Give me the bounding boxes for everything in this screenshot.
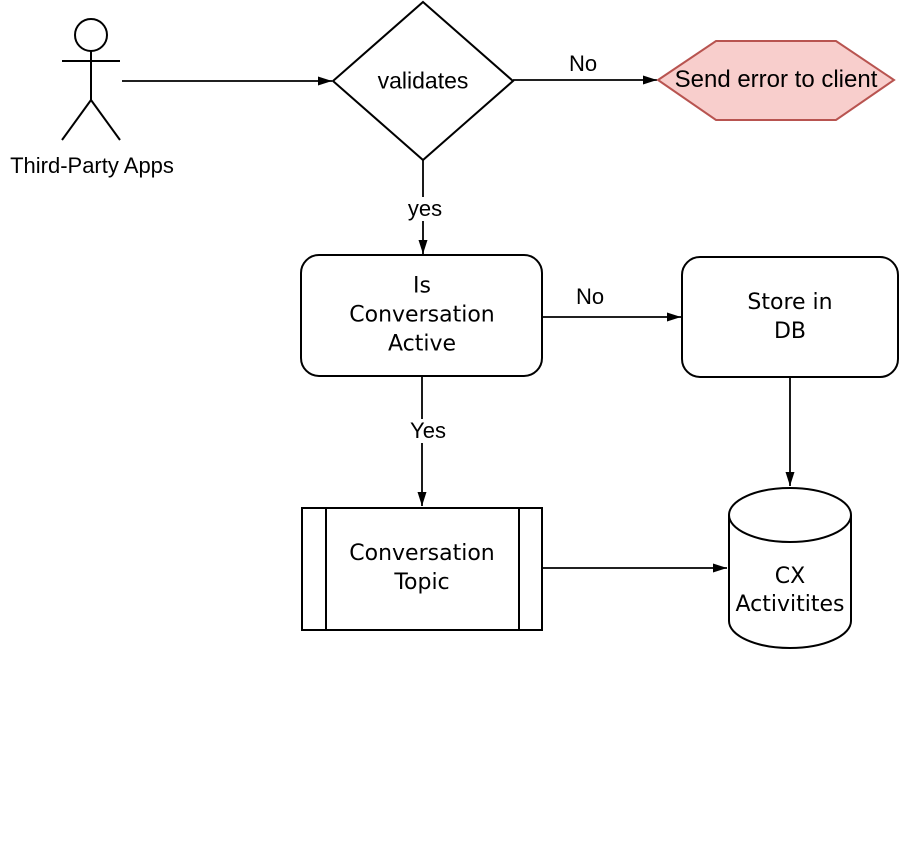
node-store-in-db-shape xyxy=(681,256,899,378)
node-cx-activities-label: CX Activitites xyxy=(735,564,845,617)
node-validates-shape xyxy=(331,0,515,162)
node-cx-activities-shape xyxy=(728,487,852,649)
edge-label-active-no: No xyxy=(572,285,608,309)
actor-leg-left xyxy=(61,99,92,141)
node-conversation-topic-shape xyxy=(301,507,543,631)
node-conversation-topic-label: Conversation Topic xyxy=(349,541,495,595)
actor-label: Third-Party Apps xyxy=(10,153,174,178)
cylinder-body xyxy=(728,515,852,649)
node-is-conversation-active-shape xyxy=(300,254,543,377)
cylinder-top xyxy=(728,487,852,543)
edge-label-validates-yes: yes xyxy=(404,197,446,221)
actor-head xyxy=(74,18,108,52)
edge-label-validates-no: No xyxy=(565,52,601,76)
node-is-conversation-active-label: Is Conversation Active xyxy=(349,273,495,357)
node-send-error-label: Send error to client xyxy=(674,66,878,93)
actor-icon xyxy=(61,18,121,141)
node-validates-label: validates xyxy=(377,67,469,94)
node-store-in-db-label: Store in DB xyxy=(747,290,833,344)
edge-label-active-yes: Yes xyxy=(407,419,449,443)
node-send-error-shape xyxy=(656,40,896,121)
actor-leg-right xyxy=(90,99,121,141)
